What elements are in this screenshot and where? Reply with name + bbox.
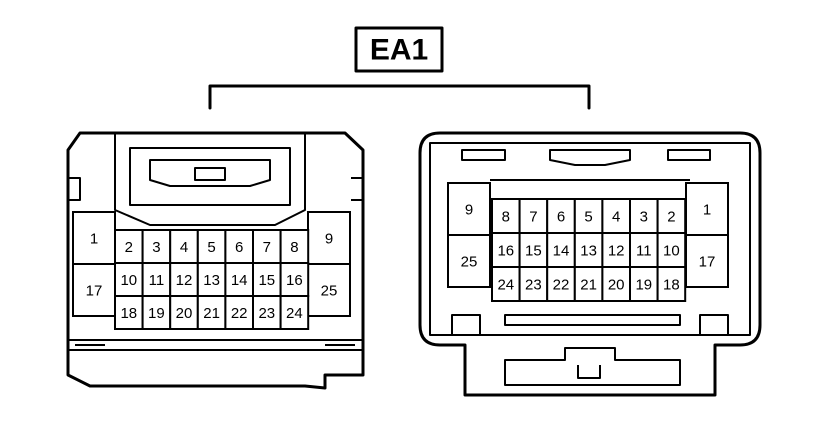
pin-9-cell <box>447 182 491 236</box>
pin-9-label: 9 <box>325 231 333 248</box>
pin-22-label: 22 <box>553 277 570 294</box>
pin-9-cell <box>307 211 351 265</box>
pin-11-cell <box>141 262 172 297</box>
pin-18-label: 18 <box>120 305 137 322</box>
pin-15-cell <box>518 232 549 268</box>
pin-13-label: 13 <box>203 272 220 289</box>
pin-1-label: 1 <box>703 202 711 219</box>
pin-11-label: 11 <box>149 272 165 289</box>
pin-25-cell <box>447 234 491 288</box>
pin-4-label: 4 <box>180 239 188 256</box>
pin-4-cell <box>601 198 632 234</box>
pin-23-cell <box>518 266 549 302</box>
pin-15-label: 15 <box>525 243 542 260</box>
pin-1-cell <box>72 211 116 265</box>
pin-4-label: 4 <box>612 209 620 226</box>
pin-22-cell <box>546 266 576 302</box>
pin-10-label: 10 <box>120 272 137 289</box>
pin-8-label: 8 <box>290 239 298 256</box>
right-connector-housing <box>418 131 762 397</box>
pin-12-label: 12 <box>608 243 625 260</box>
pin-14-label: 14 <box>231 272 248 289</box>
pin-7-label: 7 <box>263 239 271 256</box>
pin-25-label: 25 <box>321 283 338 300</box>
pin-20-cell <box>601 266 632 302</box>
pin-16-cell <box>279 262 310 297</box>
pin-2-cell <box>656 198 687 234</box>
pin-3-label: 3 <box>152 239 160 256</box>
pin-8-cell <box>279 229 310 264</box>
pin-10-label: 10 <box>663 243 680 260</box>
pin-25-label: 25 <box>461 254 478 271</box>
pin-17-cell <box>72 263 116 317</box>
pin-8-label: 8 <box>502 209 510 226</box>
pin-5-label: 5 <box>584 209 592 226</box>
pin-3-cell <box>141 229 172 264</box>
pin-17-label: 17 <box>699 254 716 271</box>
pin-18-label: 18 <box>663 277 680 294</box>
pin-10-cell <box>656 232 687 268</box>
pin-25-cell <box>307 263 351 317</box>
pin-6-label: 6 <box>235 239 243 256</box>
pin-15-label: 15 <box>258 272 275 289</box>
pin-9-label: 9 <box>465 202 473 219</box>
left-connector-housing <box>66 131 365 390</box>
pin-6-cell <box>546 198 576 234</box>
pin-19-cell <box>141 295 172 330</box>
pin-24-cell <box>279 295 310 330</box>
pin-19-label: 19 <box>148 305 165 322</box>
connector-id-box <box>354 26 444 73</box>
pin-20-label: 20 <box>608 277 625 294</box>
pin-1-label: 1 <box>90 231 98 248</box>
pin-5-label: 5 <box>207 239 215 256</box>
pin-21-label: 21 <box>203 305 220 322</box>
connector-id-label: EA1 <box>370 34 428 67</box>
pin-6-cell <box>224 229 254 264</box>
right-connector-pins: 9 25 1 17 8 7 6 5 4 3 2 16 15 14 13 12 11 10 24 23 22 21 20 19 1… <box>447 182 729 302</box>
pin-11-label: 11 <box>636 243 652 260</box>
pin-19-cell <box>629 266 659 302</box>
pin-6-label: 6 <box>557 209 565 226</box>
pin-7-cell <box>252 229 282 264</box>
pin-20-label: 20 <box>176 305 193 322</box>
pin-16-label: 16 <box>286 272 303 289</box>
pin-19-label: 19 <box>635 277 652 294</box>
pin-22-label: 22 <box>231 305 248 322</box>
pin-5-cell <box>196 229 227 264</box>
pin-22-cell <box>224 295 254 330</box>
pin-2-label: 2 <box>125 239 133 256</box>
pin-23-label: 23 <box>525 277 542 294</box>
pin-2-label: 2 <box>667 209 675 226</box>
pin-24-label: 24 <box>497 277 514 294</box>
pin-13-label: 13 <box>580 243 597 260</box>
pin-7-label: 7 <box>529 209 537 226</box>
pin-21-cell <box>196 295 227 330</box>
pin-16-label: 16 <box>497 243 514 260</box>
pin-14-label: 14 <box>553 243 570 260</box>
pin-23-label: 23 <box>258 305 275 322</box>
pin-21-label: 21 <box>580 277 597 294</box>
pin-17-label: 17 <box>86 283 103 300</box>
pin-24-label: 24 <box>286 305 303 322</box>
pin-3-label: 3 <box>640 209 648 226</box>
pin-12-cell <box>601 232 632 268</box>
pin-12-label: 12 <box>176 272 193 289</box>
pin-18-cell <box>114 295 144 330</box>
pin-23-cell <box>252 295 282 330</box>
pin-18-cell <box>656 266 687 302</box>
connector-bracket <box>208 84 591 110</box>
